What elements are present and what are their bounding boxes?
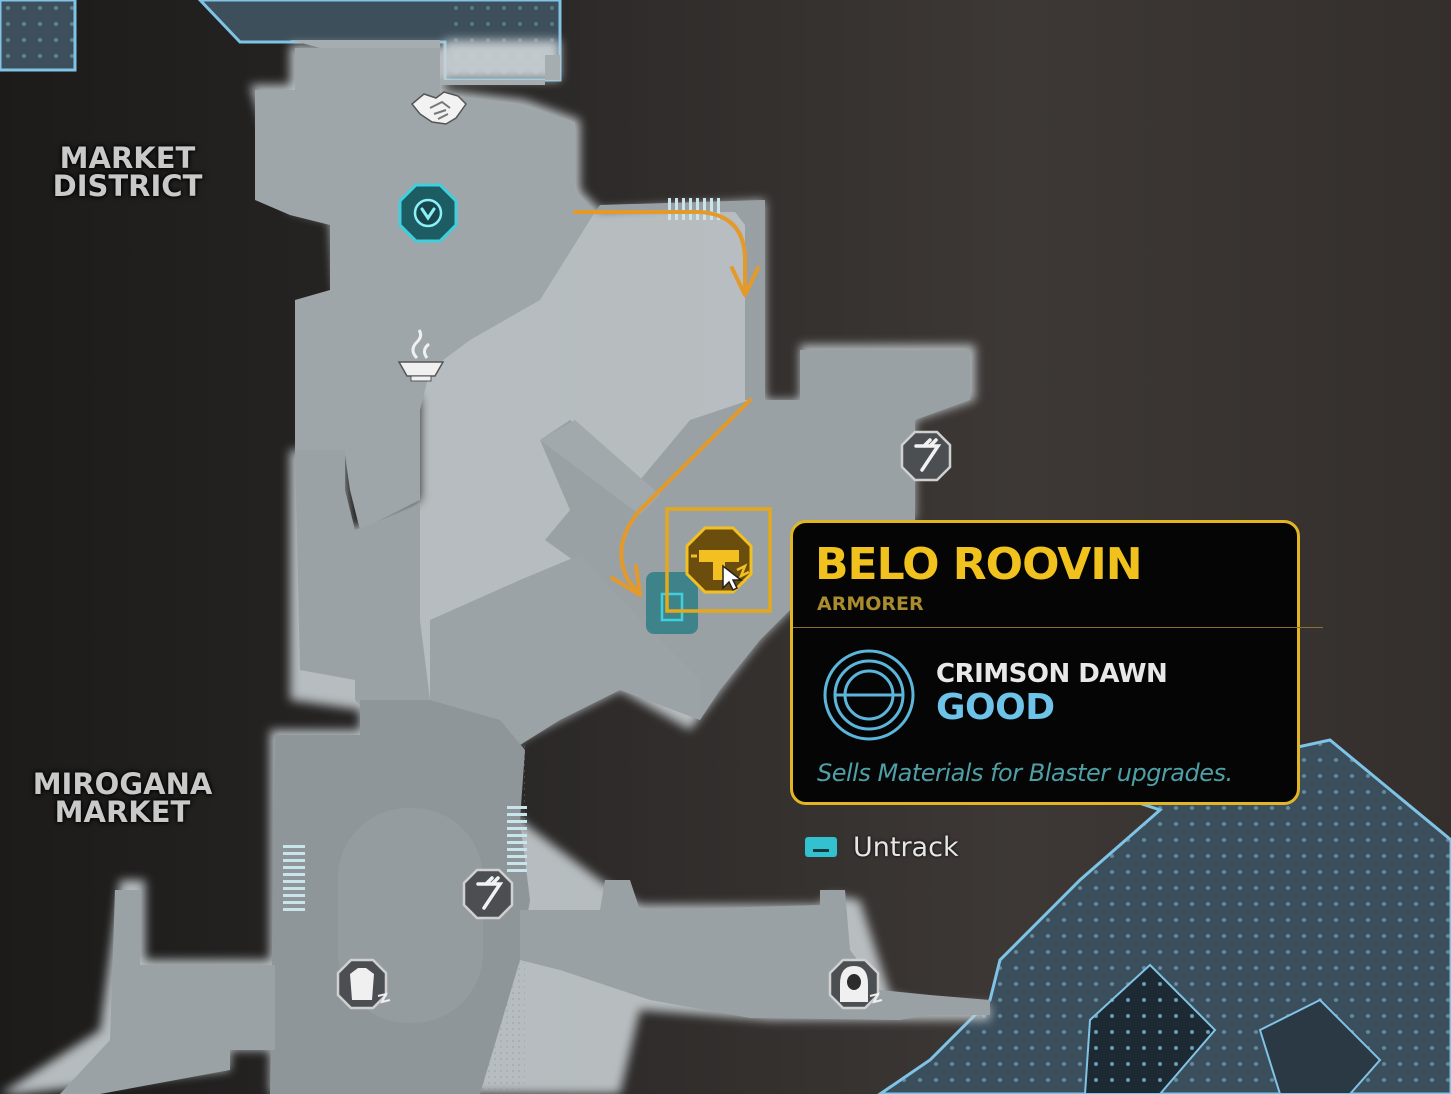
door-icon[interactable] — [646, 572, 698, 634]
vendor-spark-icon-east[interactable] — [900, 430, 952, 482]
fast-travel-icon[interactable] — [398, 183, 458, 243]
tooltip-divider — [793, 627, 1323, 628]
tailor-vendor-icon[interactable] — [336, 958, 391, 1010]
district-label-market: MARKET DISTRICT — [40, 141, 215, 203]
hooded-vendor-icon[interactable] — [828, 958, 883, 1010]
district-label-mirogana: MIROGANA MARKET — [10, 767, 235, 829]
faction-standing: GOOD — [936, 687, 1055, 728]
crimson-dawn-faction-icon — [823, 649, 915, 741]
vendor-tooltip: BELO ROOVIN ARMORER CRIMSON DAWN GOOD Se… — [790, 520, 1323, 805]
handshake-icon[interactable] — [410, 91, 467, 125]
untrack-key-icon — [805, 837, 837, 857]
blue-region-southeast — [877, 738, 1451, 1094]
plaza-stairs-left — [283, 845, 305, 911]
vendor-role: ARMORER — [817, 593, 924, 615]
district-label-line: MARKET — [59, 141, 196, 175]
explored-area-glow — [0, 40, 990, 1094]
vendor-description: Sells Materials for Blaster upgrades. — [817, 759, 1233, 787]
vendor-name: BELO ROOVIN — [815, 539, 1143, 590]
untrack-button[interactable]: Untrack — [805, 830, 959, 864]
faction-name: CRIMSON DAWN — [936, 659, 1168, 689]
cantina-food-icon[interactable] — [397, 329, 445, 382]
untrack-label: Untrack — [853, 831, 959, 863]
plaza-stairs-right — [507, 806, 527, 872]
district-label-line: MIROGANA — [32, 767, 213, 801]
route-path — [573, 210, 760, 597]
district-label-line: MARKET — [54, 795, 191, 829]
vendor-spark-icon-south[interactable] — [462, 868, 514, 920]
stairs-north — [668, 198, 720, 220]
district-label-line: DISTRICT — [52, 169, 203, 203]
tracked-vendor-icon[interactable] — [665, 507, 772, 613]
cursor-icon — [722, 564, 744, 592]
